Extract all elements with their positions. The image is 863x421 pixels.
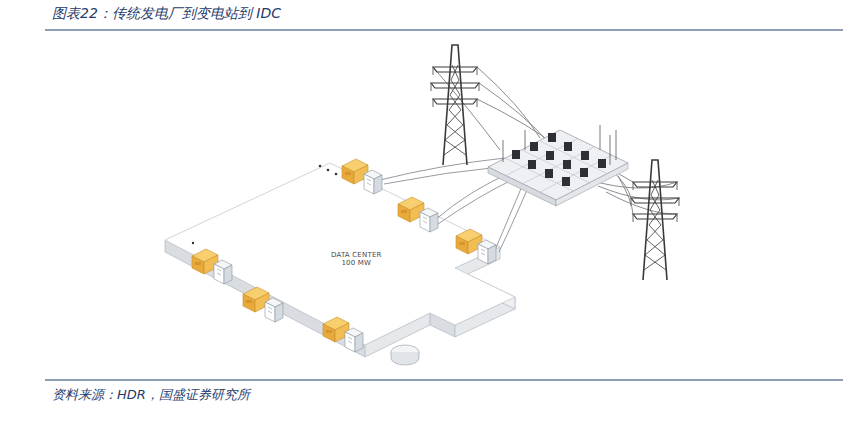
- source-caption: 资料来源：HDR，国盛证券研究所: [52, 386, 250, 404]
- node-text: DATA CENTER: [331, 251, 382, 259]
- figure-title: 图表22：传统发电厂到变电站到 IDC: [52, 5, 281, 23]
- node-text: 100 MW: [331, 259, 382, 267]
- transmission-lines: [433, 67, 679, 214]
- transmission-tower: [431, 45, 679, 280]
- generator-sets: [192, 159, 496, 352]
- header-rule: [45, 30, 843, 31]
- data-center-building: [165, 163, 515, 365]
- building-label: DATA CENTER100 MW: [331, 251, 382, 267]
- substation: [488, 125, 628, 206]
- footer-rule: [45, 380, 843, 381]
